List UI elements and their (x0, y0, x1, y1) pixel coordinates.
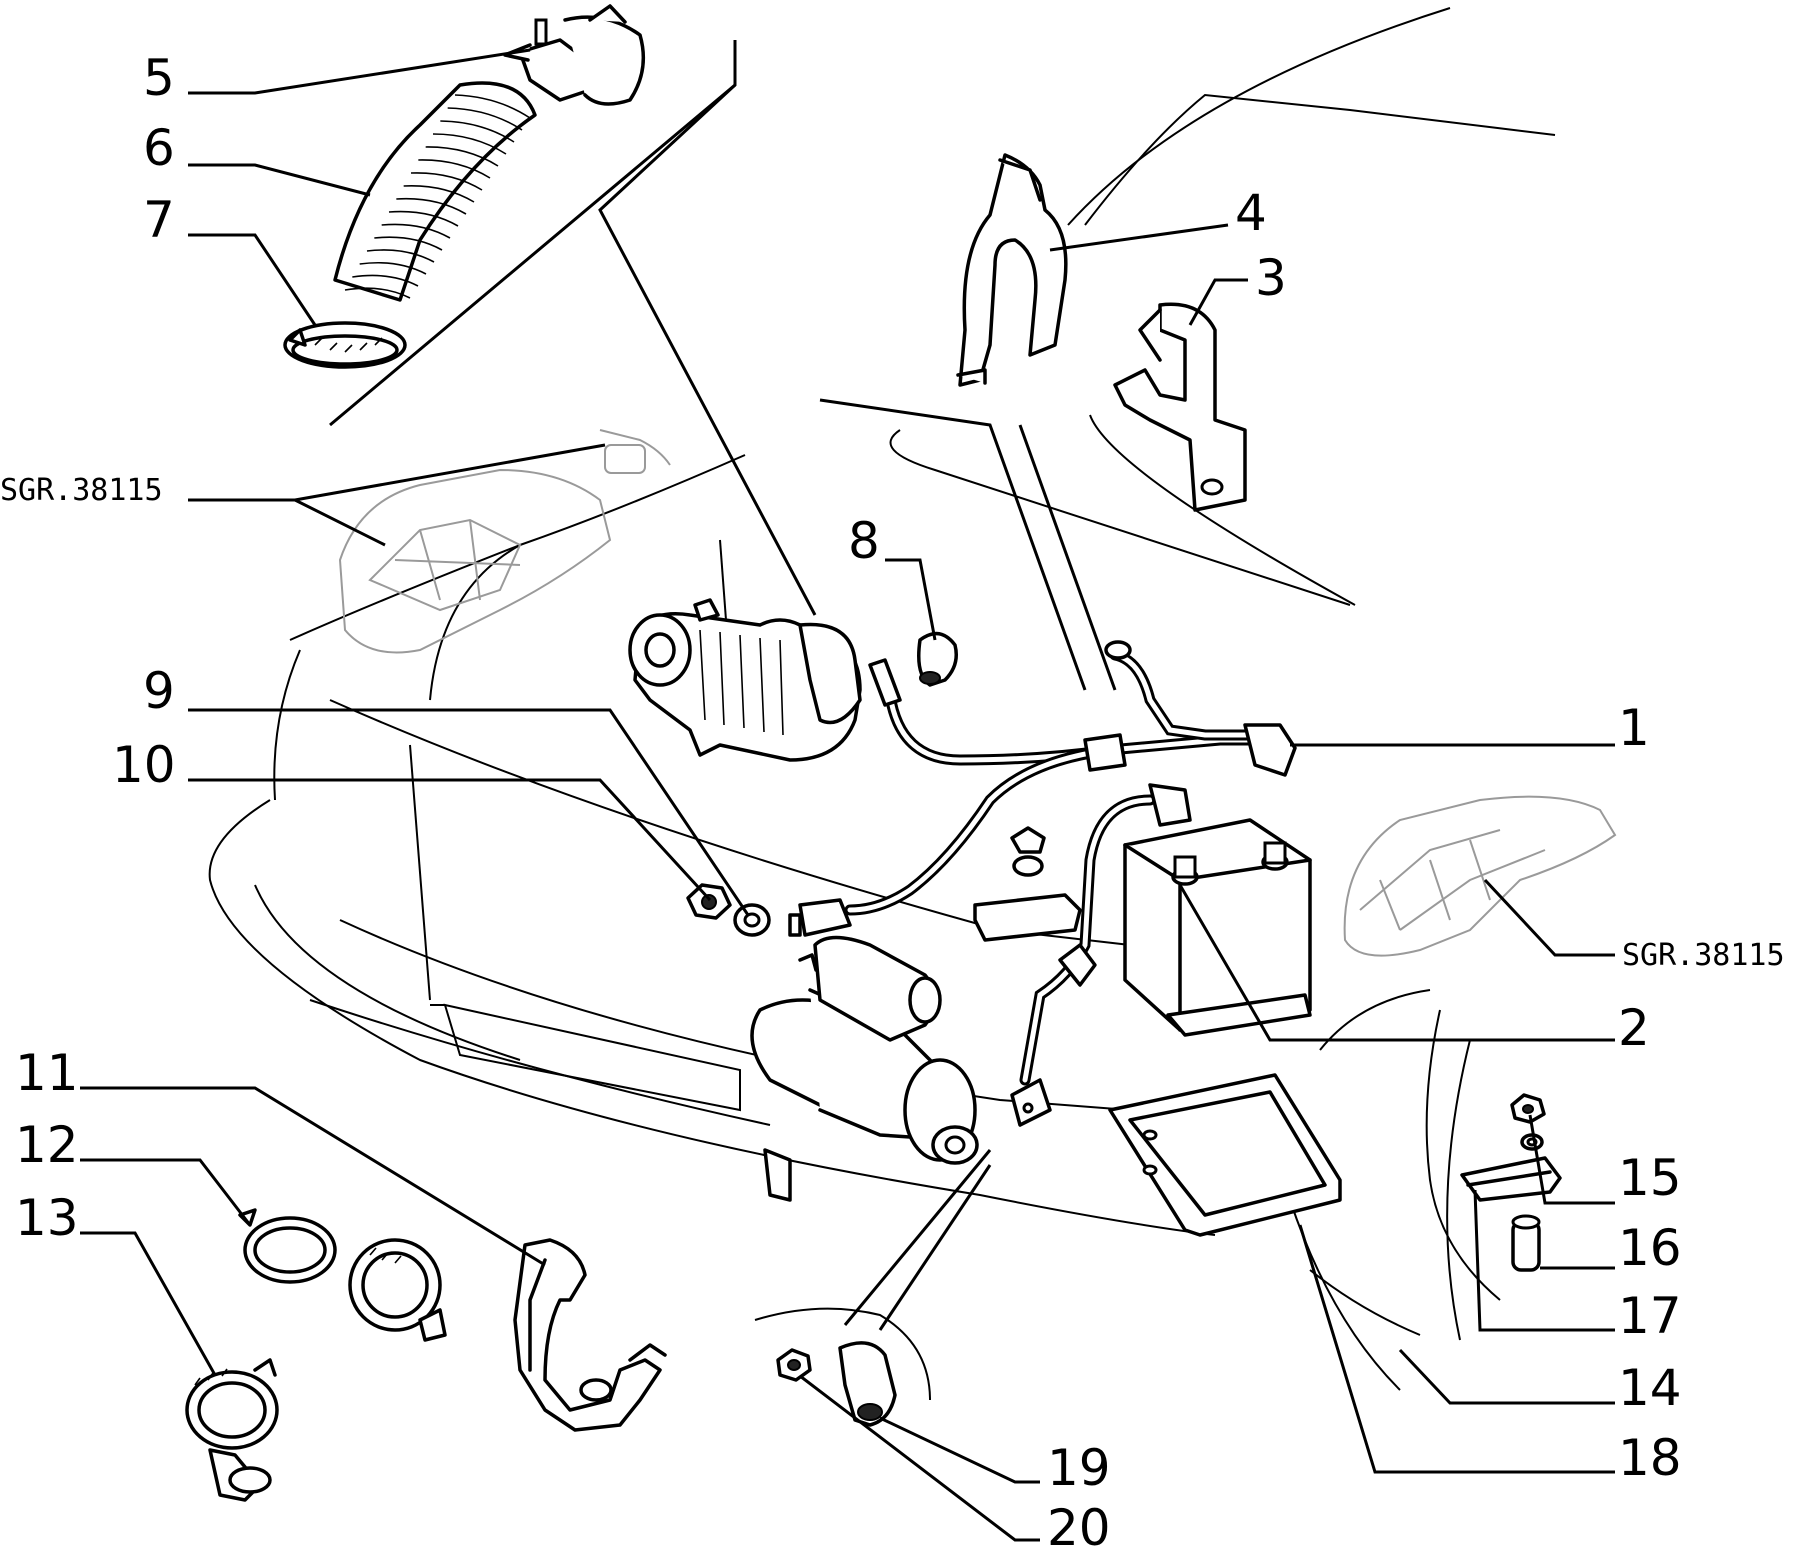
part-19-terminal-boot (838, 1341, 897, 1427)
part-11-bracket (513, 1238, 667, 1432)
battery (1123, 818, 1312, 1037)
callout-13: 13 (15, 1189, 79, 1247)
leader-lines (80, 40, 1615, 1542)
part-4-large-clip (956, 153, 1068, 387)
part-3-bracket-clip (1113, 302, 1247, 512)
hose-rib (396, 197, 467, 215)
hose-rib (403, 185, 475, 203)
part-10-nut (686, 883, 732, 920)
callout-8: 8 (848, 512, 880, 570)
starter-motor (750, 935, 979, 1202)
part-17-spacer (1511, 1214, 1541, 1272)
part-1-wiring-harness (788, 640, 1297, 937)
callout-15: 15 (1618, 1149, 1682, 1207)
hose-rib (374, 236, 443, 251)
part-2-battery-cable (1010, 783, 1192, 1127)
callout-16: 16 (1618, 1219, 1682, 1277)
part-16-washer (1520, 1133, 1544, 1151)
callout-12: 12 (15, 1116, 79, 1174)
part-7-hose-clamp (283, 321, 407, 369)
callout-9: 9 (143, 662, 175, 720)
callout-2: 2 (1618, 999, 1650, 1057)
hose-rib (432, 133, 507, 155)
part-8-grommet (917, 631, 958, 687)
part-5-hose-clip-bracket (503, 4, 646, 106)
callout-4: 4 (1235, 184, 1267, 242)
part-9-washer (733, 903, 771, 937)
callout-14: 14 (1618, 1359, 1682, 1417)
part-20-nut (776, 1348, 812, 1382)
reference-label-left: SGR.38115 (0, 473, 163, 508)
hose-rib (418, 159, 491, 179)
callout-18: 18 (1618, 1429, 1682, 1487)
hose-rib (344, 287, 411, 299)
battery-hold-down (973, 826, 1082, 942)
callout-6: 6 (143, 119, 175, 177)
hose-rib (381, 223, 451, 239)
callout-3: 3 (1255, 249, 1287, 307)
callout-labels: 5 6 7 4 3 8 9 10 1 2 11 12 13 15 16 17 1… (0, 49, 1785, 1550)
hose-rib (410, 172, 483, 191)
callout-10: 10 (112, 736, 176, 794)
part-6-corrugated-hose (333, 81, 537, 302)
callout-17: 17 (1618, 1287, 1682, 1345)
hose-rib (440, 120, 515, 143)
callout-19: 19 (1047, 1439, 1111, 1497)
part-12-double-clip (238, 1208, 447, 1342)
ghost-bracket-left (338, 429, 671, 654)
reference-label-right: SGR.38115 (1622, 938, 1785, 973)
callout-20: 20 (1047, 1499, 1111, 1550)
part-15-nut (1510, 1093, 1546, 1124)
hose-rib (352, 274, 419, 287)
part-18-battery-tray (1108, 1073, 1342, 1237)
ghost-bracket-right (1343, 795, 1617, 957)
hose-rib (425, 146, 499, 167)
alternator (628, 598, 862, 762)
part-14-hold-down-plate (1460, 1156, 1562, 1202)
part-13-clip (185, 1358, 279, 1502)
hose-rib (447, 107, 523, 131)
hose-rib (388, 210, 459, 227)
callout-7: 7 (143, 191, 175, 249)
hose-rib (366, 249, 435, 263)
callout-1: 1 (1618, 699, 1650, 757)
hose-rib (359, 261, 427, 275)
hose-rib (454, 94, 531, 119)
callout-5: 5 (143, 49, 175, 107)
callout-11: 11 (15, 1044, 79, 1102)
